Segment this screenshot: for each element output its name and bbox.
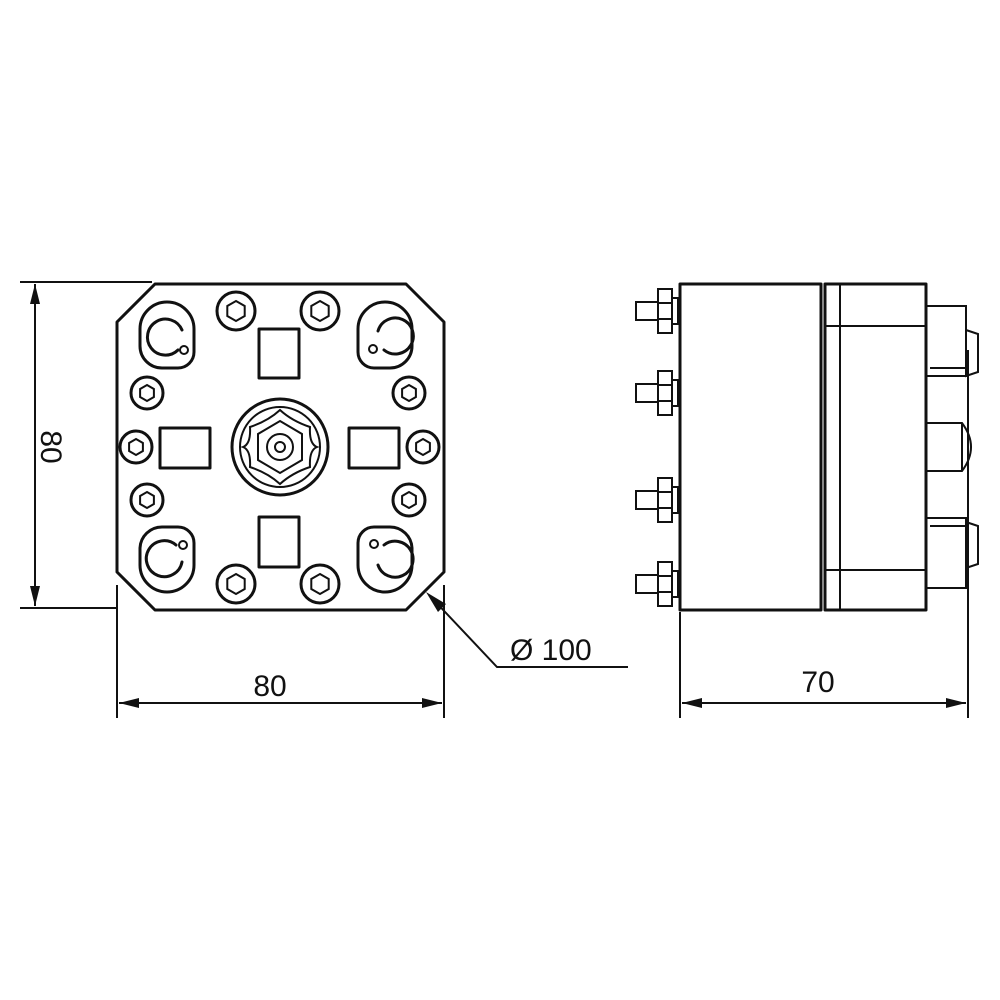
dim-front-width-label: 80: [253, 670, 286, 703]
clamp-jaw-top: [925, 305, 979, 378]
hex-bolt-icon: [299, 563, 341, 605]
locating-notch-top: [257, 327, 301, 380]
locating-notch-left: [158, 426, 212, 470]
dimension-lines: [20, 281, 969, 718]
clamp-jaw-bottom: [925, 517, 979, 589]
side-bolt-icon: [635, 288, 679, 334]
central-spigot: [230, 397, 330, 497]
side-bolt-icon: [635, 561, 679, 607]
hex-bolt-icon: [129, 375, 165, 411]
side-bolt-icon: [635, 370, 679, 416]
front-plate-outline: [115, 282, 446, 612]
front-view: [115, 282, 446, 612]
hex-bolt-icon: [215, 290, 257, 332]
dimension-labels: 80 80 Ø 100 70: [34, 430, 835, 703]
hex-bolt-icon: [299, 290, 341, 332]
clamp-cam-top-left: [138, 300, 196, 370]
clamp-cam-bottom-right: [356, 525, 415, 594]
center-pin: [925, 422, 972, 472]
side-bolt-icon: [635, 477, 679, 523]
hex-bolt-icon: [215, 563, 257, 605]
locating-notch-bottom: [257, 515, 301, 569]
hex-bolt-icon: [391, 375, 427, 411]
dim-front-height-label: 80: [34, 430, 67, 463]
hex-bolt-icon: [405, 429, 441, 465]
hex-bolt-icon: [118, 429, 154, 465]
side-body: [678, 282, 823, 612]
side-view: [635, 282, 979, 612]
dim-diameter-label: Ø 100: [510, 634, 592, 667]
clamp-cam-top-right: [356, 300, 415, 370]
clamp-cam-bottom-left: [138, 525, 196, 594]
hex-bolt-icon: [391, 482, 427, 518]
dim-side-length-label: 70: [801, 666, 834, 699]
locating-notch-right: [347, 426, 401, 470]
hex-bolt-icon: [129, 482, 165, 518]
